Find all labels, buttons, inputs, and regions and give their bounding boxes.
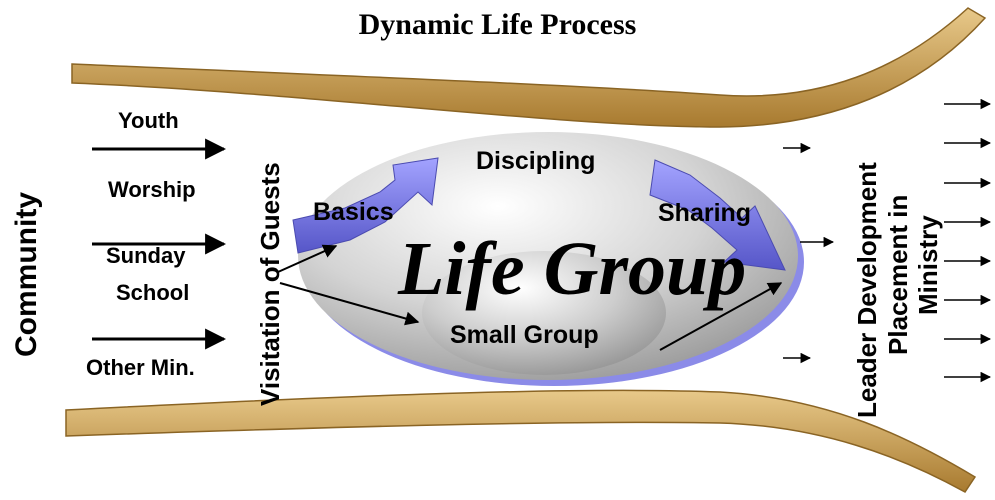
top-funnel-bar (71, 7, 987, 128)
life-group-label: Life Group (398, 227, 747, 311)
ministry-output-arrows (944, 98, 992, 383)
worship-label: Worship (108, 177, 196, 202)
discipling-label: Discipling (476, 147, 596, 175)
basics-stage-arrow (292, 157, 439, 254)
small-group-to-sharing-arrow (659, 282, 783, 351)
visitation-to-small-group-arrow (279, 282, 420, 326)
other-min-label: Other Min. (86, 355, 195, 380)
community-label: Community (10, 192, 43, 357)
leader-development-label: Leader Development (852, 162, 882, 418)
placement-label: Placement in (883, 194, 913, 355)
small-group-ellipse (422, 251, 666, 375)
basics-label: Basics (313, 198, 394, 226)
ministry-label: Ministry (913, 215, 943, 315)
sharing-label: Sharing (658, 199, 752, 227)
visitation-to-basics-arrow (277, 244, 338, 273)
school-label: School (116, 280, 190, 305)
visitation-label: Visitation of Guests (255, 162, 285, 406)
sharing-stage-arrow (649, 159, 786, 271)
diagram-title: Dynamic Life Process (358, 8, 637, 41)
small-group-label: Small Group (450, 321, 599, 349)
bottom-funnel-bar (65, 389, 977, 493)
youth-label: Youth (118, 108, 179, 133)
sunday-label: Sunday (106, 243, 186, 268)
